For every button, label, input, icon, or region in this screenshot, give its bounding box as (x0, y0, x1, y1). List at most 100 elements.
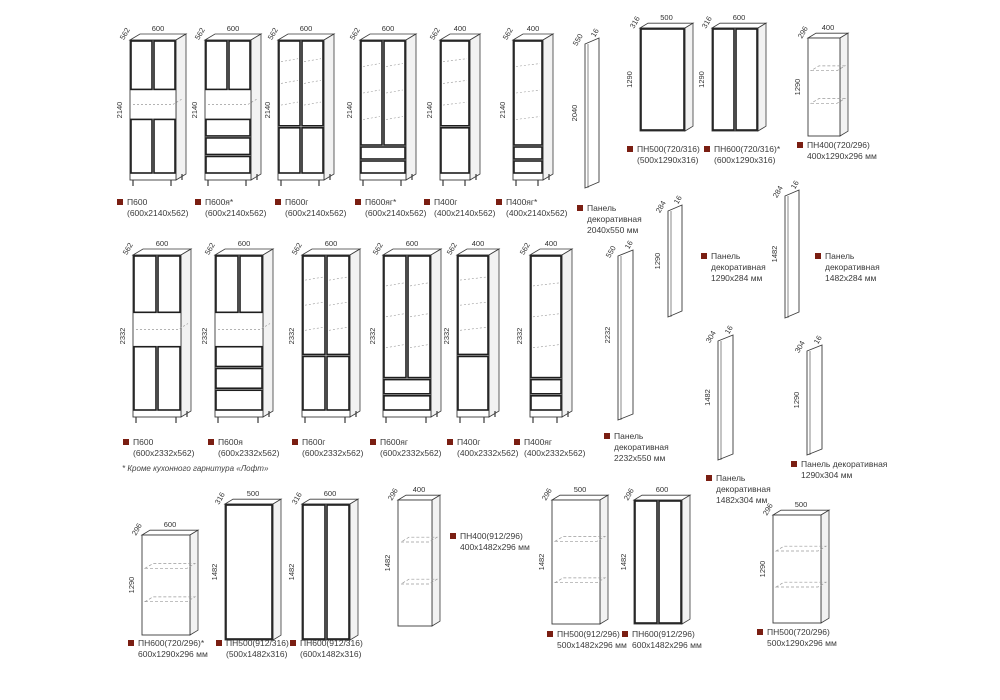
width-dimension: 400 (527, 24, 540, 33)
width-dimension: 600 (733, 13, 746, 22)
cabinet-side (430, 248, 442, 418)
thickness-dimension: 16 (812, 334, 824, 346)
width-dimension: 550 (571, 32, 585, 47)
caption-name: Панель (711, 251, 741, 261)
cabinet-door (130, 40, 153, 91)
height-dimension: 1290 (127, 577, 136, 594)
cabinet-side (189, 529, 199, 636)
cabinet-side (431, 494, 441, 627)
cabinet-door (640, 28, 685, 131)
height-dimension: 1482 (383, 555, 392, 572)
width-dimension: 284 (654, 199, 668, 214)
cabinet-door (634, 500, 658, 624)
caption-size: (400x2332x562) (524, 448, 586, 458)
thickness-dimension: 16 (723, 324, 735, 336)
thickness-dimension: 16 (589, 27, 601, 39)
glass-shelf (280, 58, 299, 62)
cabinet-side (405, 33, 417, 181)
width-dimension: 304 (793, 339, 807, 354)
glass-shelf (280, 101, 299, 106)
cabinet-side (175, 33, 187, 181)
caption-size: (500x1290x316) (637, 155, 699, 165)
cabinet-door (205, 40, 228, 91)
glass-shelf (328, 276, 348, 281)
marker-square (622, 631, 628, 637)
cabinet-drawer (383, 394, 431, 411)
glass-shelf (809, 98, 847, 104)
cabinet-side (250, 33, 262, 181)
height-dimension: 2140 (263, 102, 272, 119)
cabinet-side (820, 509, 830, 624)
marker-square (577, 205, 583, 211)
caption-size: (600x2332x562) (302, 448, 364, 458)
marker-square (547, 631, 553, 637)
depth-dimension: 562 (348, 26, 362, 41)
caption-p600-2140: П600(600x2140x562) (117, 197, 188, 219)
marker-square (195, 199, 201, 205)
caption-size: (400x2332x562) (457, 448, 519, 458)
height-dimension: 2332 (200, 328, 209, 345)
panel-face (667, 204, 683, 318)
caption-p600g-2332: П600г(600x2332x562) (292, 437, 363, 459)
width-dimension: 600 (656, 485, 669, 494)
caption-name: П400г (434, 197, 458, 207)
marker-square (706, 475, 712, 481)
cabinet-side (323, 33, 335, 181)
glass-shelf (532, 313, 560, 318)
height-dimension: 1290 (625, 71, 634, 88)
cabinet-front (397, 499, 433, 627)
caption-name: П400яг* (506, 197, 538, 207)
caption-name: Панель декоративная (801, 459, 888, 469)
caption-name: Панель (716, 473, 746, 483)
cabinet-door (153, 40, 176, 91)
width-dimension: 600 (227, 24, 240, 33)
width-dimension: 600 (406, 239, 419, 248)
height-dimension: 1482 (537, 554, 546, 571)
width-dimension: 500 (795, 500, 808, 509)
glass-shelf (304, 276, 324, 281)
glass-shelf (385, 116, 404, 120)
depth-dimension: 562 (266, 26, 280, 41)
thickness-dimension: 16 (623, 239, 635, 251)
width-dimension: 600 (324, 489, 337, 498)
cabinet-drawer (215, 367, 263, 390)
glass-shelf (532, 282, 560, 287)
cabinet-door (278, 40, 301, 127)
caption-size: (600x2332x562) (133, 448, 195, 458)
cabinet-side (542, 33, 554, 181)
height-dimension: 2332 (368, 328, 377, 345)
caption-p400yag-2332: П400яг(400x2332x562) (514, 437, 585, 459)
height-dimension: 2332 (515, 328, 524, 345)
marker-square (514, 439, 520, 445)
panel-face (617, 249, 634, 421)
glass-shelf (328, 327, 348, 331)
glass-shelf (385, 344, 405, 348)
marker-square (290, 640, 296, 646)
cabinet-front (772, 514, 822, 624)
glass-shelf (280, 80, 299, 84)
caption-pn600-912: ПН600(912/316)(600x1482x316) (290, 638, 363, 660)
cabinet-drawer (530, 394, 562, 411)
height-dimension: 2332 (442, 328, 451, 345)
glass-shelf (515, 116, 541, 120)
caption-pn500-912-296: ПН500(912/296)500x1482x296 мм (547, 629, 627, 651)
open-shelf (136, 323, 189, 330)
glass-shelf (553, 577, 607, 584)
glass-shelf (442, 80, 468, 84)
marker-square (216, 640, 222, 646)
marker-square (355, 199, 361, 205)
cabinet-door (225, 504, 273, 640)
depth-dimension: 562 (428, 26, 442, 41)
width-dimension: 400 (822, 23, 835, 32)
caption-size: 1482x284 мм (825, 273, 877, 283)
cabinet-door (513, 40, 543, 146)
caption-name: П600 (133, 437, 154, 447)
